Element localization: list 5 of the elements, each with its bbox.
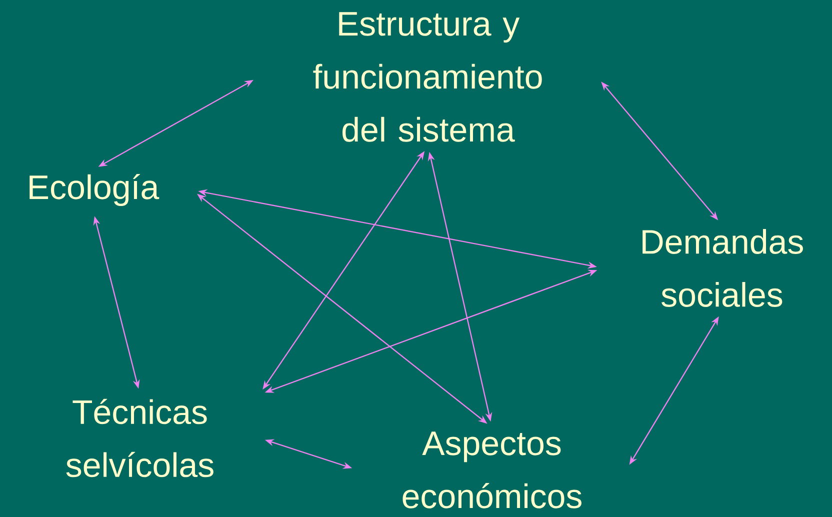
node-label: Aspectos económicos bbox=[402, 432, 582, 508]
node-label: Técnicas selvícolas bbox=[66, 398, 214, 478]
node-label: Ecología bbox=[30, 174, 160, 206]
node-label: Demandas sociales bbox=[642, 229, 803, 307]
node-label: Estructura y funcionamiento del sistema bbox=[313, 12, 542, 142]
